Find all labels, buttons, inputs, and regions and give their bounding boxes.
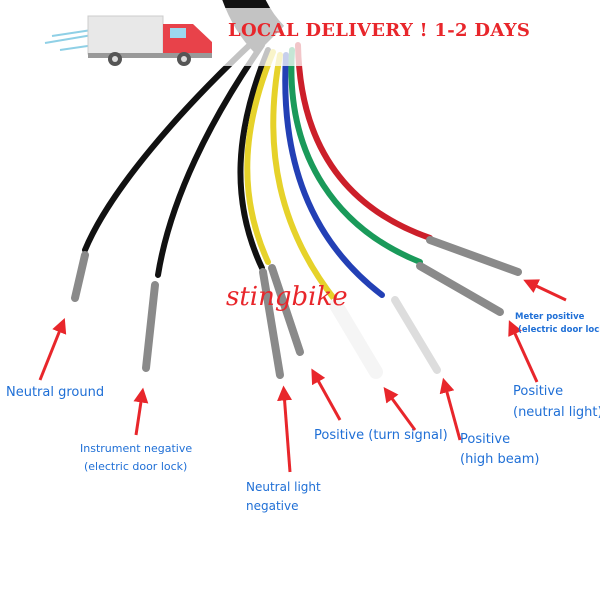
green-wire <box>288 47 423 265</box>
label-line: Instrument negative <box>80 442 193 455</box>
label-neutral-ground: Neutral ground <box>6 385 105 400</box>
label-line: (electric door lock) <box>84 459 188 473</box>
yellow-wire-1 <box>244 49 276 265</box>
label-line: negative <box>246 499 299 514</box>
label-line: Positive <box>513 384 564 399</box>
label-line: Meter positive <box>515 312 585 322</box>
black-wire-1 <box>82 37 258 253</box>
delivery-truck-icon <box>44 15 212 66</box>
label-instrument-negative: Instrument negative (electric door lock) <box>80 440 192 475</box>
delivery-banner <box>0 8 600 66</box>
label-positive-neutral-light: Positive (neutral light) <box>513 382 600 424</box>
label-positive-high-beam: Positive (high beam) <box>460 430 540 469</box>
black-wire-3 <box>237 47 271 271</box>
black-wire-2 <box>155 42 265 278</box>
label-line: (high beam) <box>460 451 540 467</box>
label-line: (electric door lock) <box>518 325 600 336</box>
label-line: (neutral light) <box>513 404 600 420</box>
label-line: Positive <box>460 432 511 447</box>
watermark: stingbike <box>226 282 348 312</box>
label-neutral-light-negative: Neutral light negative <box>246 478 321 516</box>
blue-wire <box>282 52 385 298</box>
label-positive-turn-signal: Positive (turn signal) <box>314 428 448 443</box>
delivery-banner-text: LOCAL DELIVERY ! 1-2 DAYS <box>228 20 531 41</box>
label-line: Neutral light <box>246 480 321 494</box>
red-wire <box>295 42 433 241</box>
yellow-wire-2 <box>270 52 338 303</box>
label-meter-positive: Meter positive (electric door lock) <box>515 311 600 337</box>
